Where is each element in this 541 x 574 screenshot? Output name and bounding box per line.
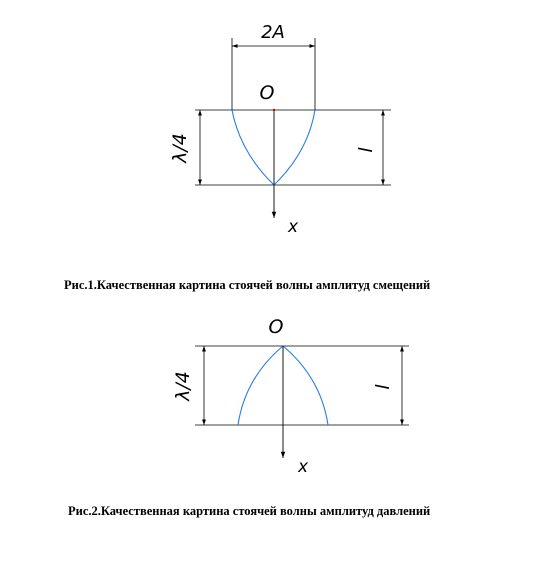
fig2-left-dim-label: λ/4 (172, 371, 194, 402)
figure2-caption: Рис.2.Качественная картина стоячей волны… (68, 504, 431, 518)
fig1-left-dim-label: λ/4 (169, 133, 191, 164)
fig1-origin-label: O (260, 82, 275, 104)
figure1-caption: Рис.1.Качественная картина стоячей волны… (64, 278, 431, 292)
fig1-axis-label: x (287, 217, 299, 237)
fig2-right-dim-label: l (372, 384, 394, 390)
fig2-origin-label: O (269, 316, 284, 338)
fig1-right-dim-label: l (355, 147, 377, 153)
fig1-width-label: 2A (261, 22, 285, 43)
figure1-diagram: 2A O x λ/4 l (169, 22, 391, 237)
figure2-diagram: O x λ/4 l (172, 316, 409, 477)
fig2-axis-label: x (297, 457, 309, 477)
fig1-amplitude-curve (231, 109, 316, 186)
fig1-origin-point (272, 108, 276, 112)
